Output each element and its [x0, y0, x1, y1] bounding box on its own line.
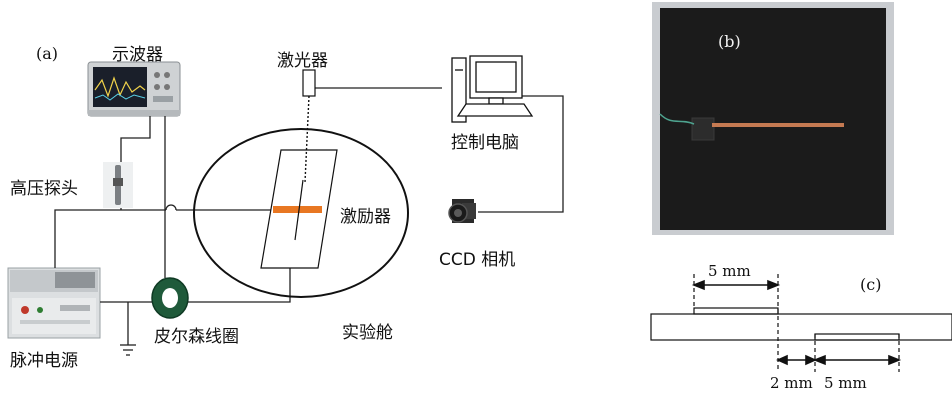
panel-c-tag: (c) [860, 275, 882, 294]
pearson-coil-label: 皮尔森线圈 [154, 327, 239, 347]
pearson-coil-icon [151, 277, 189, 319]
oscilloscope-icon [87, 61, 181, 117]
chamber-label: 实验舱 [342, 323, 393, 343]
gap-width-label: 2 mm [770, 374, 813, 392]
actuator-photo [652, 2, 894, 235]
panel-a-tag: (a) [36, 44, 59, 63]
wiring [54, 87, 564, 356]
computer-icon [451, 55, 534, 123]
high-voltage-probe-icon [103, 162, 133, 208]
bottom-electrode-width-label: 5 mm [824, 374, 867, 392]
vacuum-chamber [193, 128, 409, 298]
electrode-cross-section [650, 274, 952, 372]
pulse-power-supply-icon [7, 267, 101, 339]
computer-label: 控制电脑 [451, 133, 519, 153]
panel-b-tag: (b) [718, 32, 741, 51]
actuator-label: 激励器 [340, 207, 391, 227]
ccd-camera-label: CCD 相机 [439, 250, 516, 270]
pulse-source-label: 脉冲电源 [10, 351, 78, 371]
oscilloscope-label: 示波器 [112, 45, 163, 65]
ccd-camera-icon [448, 199, 476, 223]
laser-label: 激光器 [277, 51, 328, 71]
actuator-electrode [273, 206, 322, 213]
hv-probe-label: 高压探头 [10, 179, 78, 199]
laser-icon [302, 69, 316, 97]
top-electrode-width-label: 5 mm [708, 262, 751, 280]
dimension-arrows [691, 279, 902, 366]
